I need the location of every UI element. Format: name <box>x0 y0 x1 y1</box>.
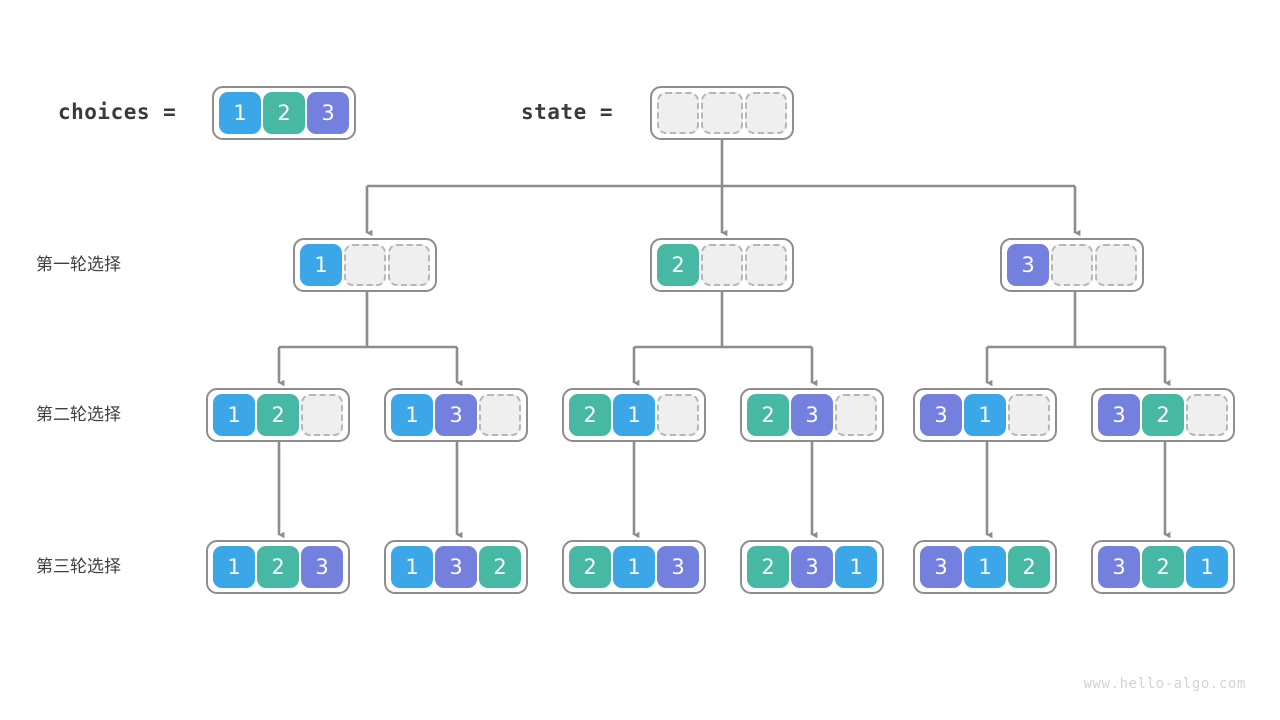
r3n1-cell-2: 3 <box>301 546 343 588</box>
r1n2-cell-0: 2 <box>657 244 699 286</box>
r2n5-cell-0: 3 <box>920 394 962 436</box>
r2n2-cell-2 <box>479 394 521 436</box>
r1n2-cell-1 <box>701 244 743 286</box>
state-node-r1-3: 3 <box>1000 238 1144 292</box>
state-node-r1-2: 2 <box>650 238 794 292</box>
state-cell-1 <box>701 92 743 134</box>
r3n5-cell-2: 2 <box>1008 546 1050 588</box>
state-cell-2 <box>745 92 787 134</box>
r1n1-cell-1 <box>344 244 386 286</box>
r3n2-cell-0: 1 <box>391 546 433 588</box>
r2n4-cell-1: 3 <box>791 394 833 436</box>
r1n2-cell-2 <box>745 244 787 286</box>
r2n2-cell-1: 3 <box>435 394 477 436</box>
r1n3-cell-2 <box>1095 244 1137 286</box>
r2n3-cell-0: 2 <box>569 394 611 436</box>
choices-label: choices = <box>58 100 177 124</box>
state-cell-0 <box>657 92 699 134</box>
choices-cell-0: 1 <box>219 92 261 134</box>
state-label: state = <box>521 100 614 124</box>
r2n5-cell-1: 1 <box>964 394 1006 436</box>
r3n3-cell-1: 1 <box>613 546 655 588</box>
r3n6-cell-2: 1 <box>1186 546 1228 588</box>
r3n6-cell-1: 2 <box>1142 546 1184 588</box>
r3n6-cell-0: 3 <box>1098 546 1140 588</box>
r3n4-cell-2: 1 <box>835 546 877 588</box>
r2n5-cell-2 <box>1008 394 1050 436</box>
row-label-round-1: 第一轮选择 <box>36 255 121 275</box>
choices-cell-1: 2 <box>263 92 305 134</box>
watermark: www.hello-algo.com <box>1083 676 1246 692</box>
r3n3-cell-2: 3 <box>657 546 699 588</box>
r1n3-cell-1 <box>1051 244 1093 286</box>
r2n6-cell-0: 3 <box>1098 394 1140 436</box>
r2n4-cell-2 <box>835 394 877 436</box>
r1n3-cell-0: 3 <box>1007 244 1049 286</box>
r2n3-cell-2 <box>657 394 699 436</box>
row-label-round-3: 第三轮选择 <box>36 557 121 577</box>
r2n1-cell-2 <box>301 394 343 436</box>
r2n6-cell-2 <box>1186 394 1228 436</box>
r2n4-cell-0: 2 <box>747 394 789 436</box>
state-node-r1-1: 1 <box>293 238 437 292</box>
r3n5-cell-0: 3 <box>920 546 962 588</box>
r3n2-cell-1: 3 <box>435 546 477 588</box>
row-label-round-2: 第二轮选择 <box>36 405 121 425</box>
r2n1-cell-1: 2 <box>257 394 299 436</box>
r1n1-cell-2 <box>388 244 430 286</box>
r2n6-cell-1: 2 <box>1142 394 1184 436</box>
r1n1-cell-0: 1 <box>300 244 342 286</box>
r3n2-cell-2: 2 <box>479 546 521 588</box>
r3n4-cell-0: 2 <box>747 546 789 588</box>
r3n1-cell-1: 2 <box>257 546 299 588</box>
r3n5-cell-1: 1 <box>964 546 1006 588</box>
state-array <box>650 86 794 140</box>
r3n4-cell-1: 3 <box>791 546 833 588</box>
choices-cell-2: 3 <box>307 92 349 134</box>
r3n3-cell-0: 2 <box>569 546 611 588</box>
r2n3-cell-1: 1 <box>613 394 655 436</box>
r3n1-cell-0: 1 <box>213 546 255 588</box>
r2n1-cell-0: 1 <box>213 394 255 436</box>
r2n2-cell-0: 1 <box>391 394 433 436</box>
